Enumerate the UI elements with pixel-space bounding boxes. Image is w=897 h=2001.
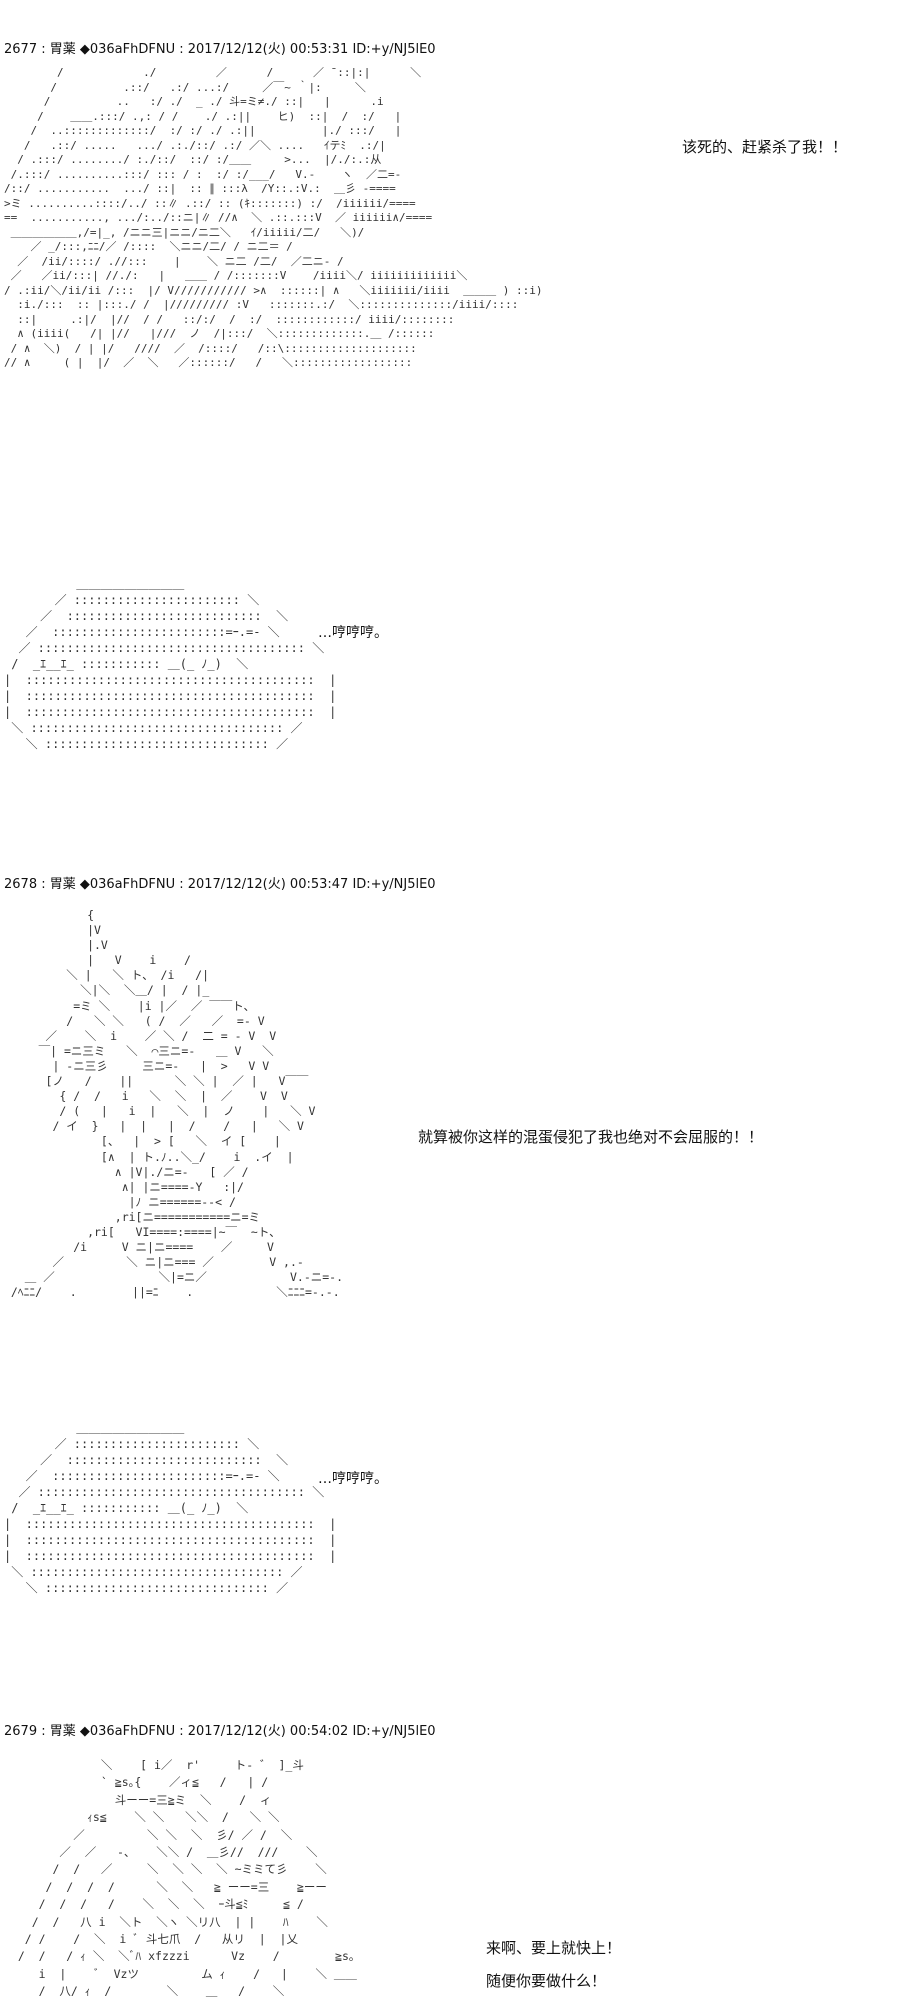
ascii-art-smug-face-2: ＿＿＿＿＿＿＿＿＿ ／ ::::::::::::::::::::::: ＼ ／ … [4, 1421, 337, 1595]
dialog-2679-line-1: 来啊、要上就快上！ [486, 1939, 622, 1957]
ascii-art-smug-face-1: ＿＿＿＿＿＿＿＿＿ ／ ::::::::::::::::::::::: ＼ ／ … [4, 577, 337, 751]
post-header-2679: 2679 : 胃薬 ◆036aFhDFNU : 2017/12/12(火) 00… [4, 1724, 436, 1739]
dialog-2678: 就算被你这样的混蛋侵犯了我也绝对不会屈服的！！ [418, 1128, 764, 1146]
dialog-smug-1: …哼哼哼。 [318, 625, 388, 641]
dialog-2677: 该死的、赶紧杀了我！！ [682, 138, 848, 156]
post-header-2678: 2678 : 胃薬 ◆036aFhDFNU : 2017/12/12(火) 00… [4, 877, 436, 892]
post-header-2677: 2677 : 胃薬 ◆036aFhDFNU : 2017/12/12(火) 00… [4, 42, 436, 57]
ascii-art-2677: / ./ ／ / ／ ̄ ::|:| ＼ / .::/ .:/ ...:/ ／￣… [4, 66, 543, 369]
dialog-smug-2: …哼哼哼。 [318, 1471, 388, 1487]
dialog-2679-line-2: 随便你要做什么！ [486, 1972, 607, 1990]
ascii-art-2678: { |V |.V | V i / ＼ | ＼ ト、 /i /| ＼|＼ ＼＿/ … [10, 908, 344, 1300]
ascii-art-2679: ＼ [ i／ r' ト- ゛ ]_斗 ` ≧s｡{ ／ィ≦ / | / 斗ーー=… [17, 1758, 357, 1999]
